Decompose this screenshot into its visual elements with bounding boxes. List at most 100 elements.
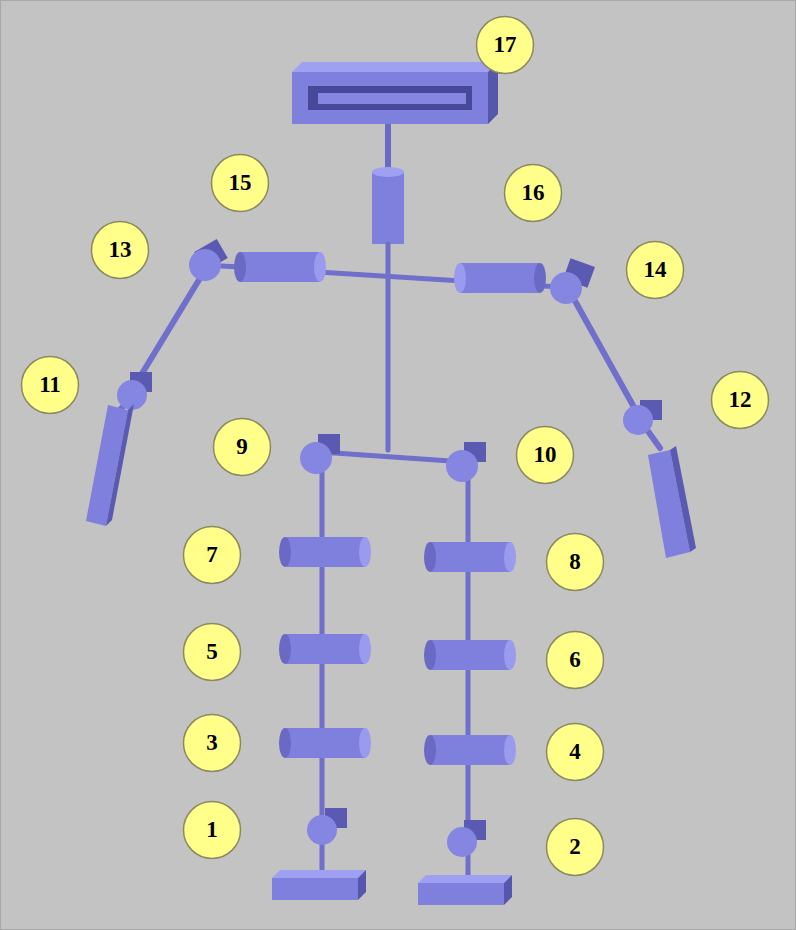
hip-rod (320, 452, 465, 462)
leg-cylinders (279, 537, 516, 765)
head-slot (308, 86, 472, 110)
callout-number: 16 (522, 180, 545, 206)
cylinder-body (285, 537, 365, 567)
callout-number: 1 (206, 817, 218, 843)
cylinder-end (454, 263, 466, 293)
neck-cap (372, 167, 404, 177)
cylinder-end (504, 735, 516, 765)
head-front (292, 72, 488, 124)
cylinder-body (285, 728, 365, 758)
callout-number: 17 (494, 32, 517, 58)
cylinder-end (359, 537, 371, 567)
left-hand-side (106, 404, 134, 526)
callout-number: 11 (39, 372, 61, 398)
joint (550, 272, 582, 304)
callout-number: 10 (534, 442, 557, 468)
callout-circle-shape (547, 534, 604, 591)
cylinder-body (430, 735, 510, 765)
cylinder-end (359, 634, 371, 664)
neck-rod (385, 124, 391, 174)
forearms (86, 404, 696, 558)
callout-circle: 5 (182, 622, 242, 682)
callout-number: 7 (206, 542, 218, 568)
neck-cylinder (372, 172, 404, 244)
head-block (292, 62, 498, 124)
frame-rods (120, 244, 660, 882)
callout-number: 9 (236, 434, 248, 460)
callout-circle-shape (477, 17, 534, 74)
callout-circle: 16 (503, 163, 563, 223)
callout-circle-shape (627, 242, 684, 299)
callout-circle-shape (184, 527, 241, 584)
right-hand-side (670, 446, 696, 552)
callout-circle: 10 (515, 425, 575, 485)
callout-number: 2 (569, 834, 581, 860)
callout-circle: 2 (545, 817, 605, 877)
cylinder-end (279, 537, 291, 567)
cylinder-body (240, 252, 320, 282)
callout-circle: 3 (182, 713, 242, 773)
callout-number: 12 (729, 387, 752, 413)
callout-circle-shape (184, 624, 241, 681)
callout-number: 13 (109, 237, 132, 263)
callout-circle-shape (22, 357, 79, 414)
foot-front (272, 878, 358, 900)
cylinder-end (534, 263, 546, 293)
joint (300, 442, 332, 474)
callout-circle: 17 (475, 15, 535, 75)
callout-circle-shape (517, 427, 574, 484)
cylinder-end (279, 728, 291, 758)
cylinder-end (424, 735, 436, 765)
callout-number: 3 (206, 730, 218, 756)
callout-number: 8 (569, 549, 581, 575)
neck (372, 124, 404, 244)
joint (189, 249, 221, 281)
callout-circle: 1 (182, 800, 242, 860)
callout-circle-shape (184, 802, 241, 859)
callout-circle: 15 (210, 153, 270, 213)
callout-circle-shape (184, 715, 241, 772)
cylinder-end (359, 728, 371, 758)
callout-circle: 12 (710, 370, 770, 430)
cylinder-end (234, 252, 246, 282)
cylinder-end (504, 542, 516, 572)
joint (307, 815, 337, 845)
callout-circle-shape (547, 724, 604, 781)
callout-circle-shape (505, 165, 562, 222)
callout-circle-shape (547, 632, 604, 689)
callout-circle-shape (712, 372, 769, 429)
cylinder-body (430, 542, 510, 572)
callout-circle: 9 (212, 417, 272, 477)
joint (446, 450, 478, 482)
callout-circle: 11 (20, 355, 80, 415)
foot-side (358, 870, 366, 900)
joints (117, 239, 662, 857)
right-arm-rod (570, 292, 640, 418)
cylinder-body (285, 634, 365, 664)
foot-top (418, 875, 512, 883)
right-leg-rod (466, 468, 471, 882)
foot-side (504, 875, 512, 905)
cylinder-end (279, 634, 291, 664)
joint (447, 827, 477, 857)
cylinder-end (424, 640, 436, 670)
joint (117, 380, 147, 410)
joint (623, 405, 653, 435)
callout-circle: 14 (625, 240, 685, 300)
callout-circle: 13 (90, 220, 150, 280)
callout-circle-shape (214, 419, 271, 476)
callout-number: 4 (569, 739, 581, 765)
callout-number: 15 (229, 170, 252, 196)
callout-circle: 6 (545, 630, 605, 690)
callout-circle: 8 (545, 532, 605, 592)
callout-circle-shape (547, 819, 604, 876)
foot-top (272, 870, 366, 878)
cylinder-body (460, 263, 540, 293)
cylinder-end (504, 640, 516, 670)
head-top (292, 62, 498, 72)
callout-number: 6 (569, 647, 581, 673)
callout-circle-shape (212, 155, 269, 212)
cylinder-end (424, 542, 436, 572)
